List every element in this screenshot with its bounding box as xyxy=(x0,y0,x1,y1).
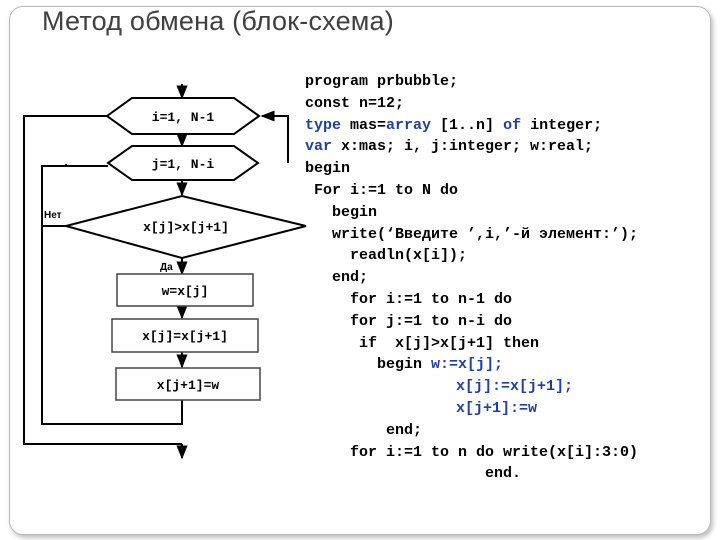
code-line: if x[j]>x[j+1] then xyxy=(305,334,540,352)
code-line: For i:=1 to N do xyxy=(305,181,459,199)
step2-box xyxy=(111,318,259,353)
code-line: readln(x[i]); xyxy=(305,247,468,265)
pascal-code-listing: program prbubble; const n=12; type mas=a… xyxy=(305,71,638,485)
code-line: write(‘Введите ’,i,’-й элемент:’); xyxy=(305,225,639,243)
code-line: begin xyxy=(305,160,351,178)
code-keyword: of xyxy=(503,116,522,134)
code-text: begin xyxy=(305,356,432,374)
code-line: const n=12; xyxy=(305,94,405,112)
slide-frame xyxy=(9,6,711,535)
no-label: Нет xyxy=(44,210,62,221)
code-line: x[j+1]:=w xyxy=(305,398,638,420)
code-line: begin xyxy=(305,203,378,221)
step3-label: x[j+1]=w xyxy=(157,378,220,393)
loop-j-label: j=1, N-i xyxy=(152,157,215,172)
slide-title: Метод обмена (блок-схема) xyxy=(42,6,394,36)
code-line: for i:=1 to n do write(x[i]:3:0) xyxy=(305,443,639,461)
code-keyword: type xyxy=(305,116,342,134)
code-keyword: var xyxy=(305,138,333,156)
code-text: integer; xyxy=(521,116,603,134)
step2-label: x[j]=x[j+1] xyxy=(142,329,228,344)
code-line: x[j]:=x[j+1]; xyxy=(305,376,638,398)
loop-j-hexagon xyxy=(106,145,260,181)
i-loop-exit-line xyxy=(23,115,182,445)
loop-i-hexagon xyxy=(105,97,261,135)
step1-box xyxy=(116,273,254,307)
code-line: end. xyxy=(305,465,522,483)
condition-label: x[j]>x[j+1] xyxy=(143,220,229,235)
code-text: [1..n] xyxy=(431,116,504,134)
condition-diamond xyxy=(62,194,307,260)
yes-label: Да xyxy=(160,262,173,273)
code-line: for j:=1 to n-i do xyxy=(305,312,513,330)
code-line: var x:mas; i, j:integer; w:real; xyxy=(305,136,638,158)
code-highlight: x[j+1]:=w xyxy=(456,399,538,417)
code-line: begin w:=x[j]; xyxy=(305,354,638,376)
code-text: x:mas; i, j:integer; w:real; xyxy=(332,138,594,156)
code-line: end; xyxy=(305,421,423,439)
j-loop-return-line xyxy=(260,110,289,163)
step1-label: w=x[j] xyxy=(162,284,209,299)
code-line: type mas=array [1..n] of integer; xyxy=(305,115,638,137)
code-keyword: array xyxy=(386,116,432,134)
loop-i-label: i=1, N-1 xyxy=(152,110,215,125)
code-line: end; xyxy=(305,269,369,287)
code-text: mas= xyxy=(341,116,387,134)
code-highlight: w:=x[j]; xyxy=(431,356,504,374)
code-line: for i:=1 to n-1 do xyxy=(305,290,513,308)
code-line: program prbubble; xyxy=(305,73,459,90)
step3-box xyxy=(115,367,261,401)
code-highlight: x[j]:=x[j+1]; xyxy=(456,378,574,396)
